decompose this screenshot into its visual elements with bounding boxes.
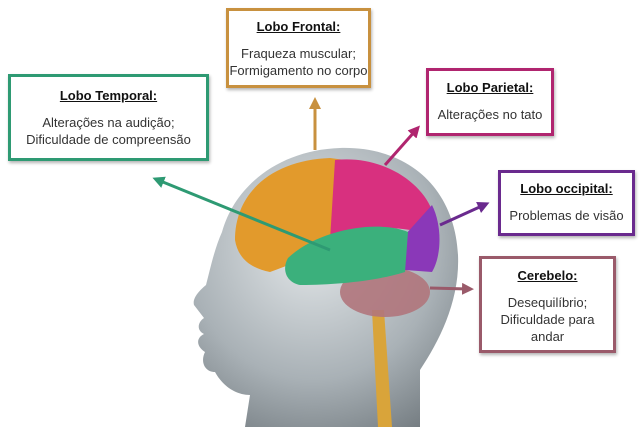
- parietal-lobe-box: Lobo Parietal: Alterações no tato: [426, 68, 554, 136]
- occipital-arrow: [439, 202, 490, 227]
- cerebelo-title: Cerebelo:: [517, 268, 578, 283]
- occipital-lobe: [405, 205, 440, 272]
- parietal-desc: Alterações no tato: [437, 107, 543, 122]
- temporal-lobe: [285, 226, 408, 285]
- frontal-desc: Fraqueza muscular; Formigamento no corpo: [229, 46, 368, 78]
- temporal-arrow: [152, 176, 331, 252]
- occipital-desc: Problemas de visão: [509, 208, 624, 223]
- cerebelo-desc: Desequilíbrio; Dificuldade para andar: [500, 295, 595, 344]
- parietal-arrow: [383, 125, 420, 166]
- occipital-lobe-box: Lobo occipital: Problemas de visão: [498, 170, 635, 236]
- frontal-title: Lobo Frontal:: [256, 19, 341, 34]
- temporal-title: Lobo Temporal:: [59, 88, 158, 103]
- cerebelo-arrow: [429, 282, 474, 295]
- parietal-title: Lobo Parietal:: [446, 80, 534, 95]
- occipital-title: Lobo occipital:: [520, 181, 613, 196]
- temporal-lobe-box: Lobo Temporal: Alterações na audição; Di…: [8, 74, 209, 161]
- spinal-cord: [372, 310, 392, 427]
- cerebelo-box: Cerebelo: Desequilíbrio; Dificuldade par…: [479, 256, 616, 353]
- temporal-desc: Alterações na audição; Dificuldade de co…: [26, 115, 191, 147]
- frontal-lobe-box: Lobo Frontal: Fraqueza muscular; Formiga…: [226, 8, 371, 88]
- parietal-lobe: [330, 159, 432, 240]
